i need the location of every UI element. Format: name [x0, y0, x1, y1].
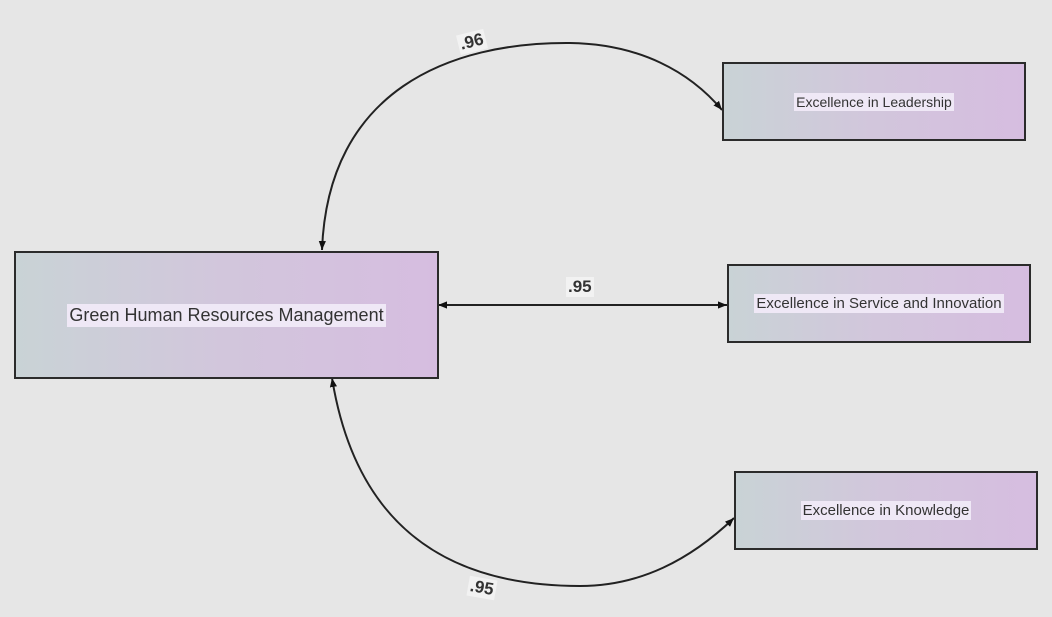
- node-leadership: Excellence in Leadership: [722, 62, 1026, 141]
- node-service-label: Excellence in Service and Innovation: [754, 294, 1004, 313]
- node-knowledge: Excellence in Knowledge: [734, 471, 1038, 550]
- path-knowledge: [329, 377, 735, 588]
- node-ghrm-label: Green Human Resources Management: [67, 303, 386, 327]
- node-service: Excellence in Service and Innovation: [727, 264, 1031, 343]
- node-ghrm: Green Human Resources Management: [14, 251, 439, 379]
- node-leadership-label: Excellence in Leadership: [794, 92, 954, 111]
- node-knowledge-label: Excellence in Knowledge: [800, 501, 972, 520]
- service-weight: .95: [566, 277, 594, 297]
- path-leadership: [318, 41, 723, 251]
